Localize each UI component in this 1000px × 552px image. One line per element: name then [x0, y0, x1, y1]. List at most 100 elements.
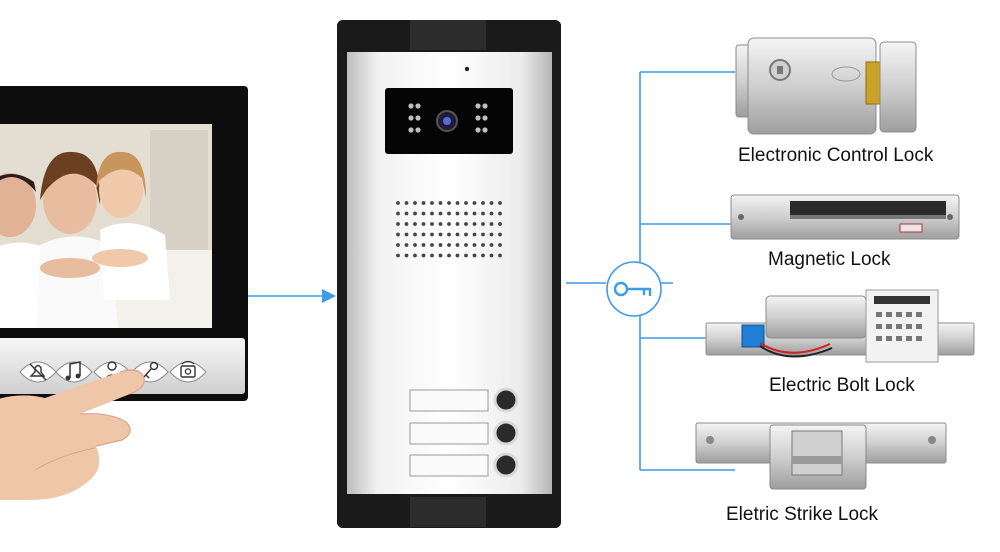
magnetic-lock-image — [730, 194, 960, 240]
grille-hole — [413, 232, 417, 237]
grille-hole — [421, 211, 426, 216]
grille-hole — [421, 201, 426, 205]
grille-hole — [481, 232, 485, 237]
grille-hole — [489, 243, 494, 247]
grille-hole — [472, 232, 477, 237]
grille-hole — [498, 211, 502, 216]
call-button-3[interactable] — [493, 452, 519, 478]
call-button-row-2[interactable] — [409, 420, 519, 446]
grille-hole — [464, 253, 468, 258]
grille-hole — [489, 211, 494, 216]
grille-hole — [481, 201, 485, 205]
call-button-row-1[interactable] — [409, 387, 519, 413]
grille-hole — [455, 243, 460, 247]
grille-hole — [447, 211, 451, 216]
grille-hole — [396, 253, 400, 258]
call-button-row-3[interactable] — [409, 452, 519, 478]
grille-hole — [438, 211, 443, 216]
grille-hole — [404, 243, 409, 247]
grille-hole — [498, 253, 502, 258]
lock-label-electronic-control: Electronic Control Lock — [738, 145, 934, 166]
grille-hole — [396, 222, 400, 226]
grille-hole — [430, 211, 434, 216]
grille-hole — [438, 243, 443, 247]
grille-hole — [430, 232, 434, 237]
grille-hole — [481, 253, 485, 258]
grille-hole — [438, 253, 443, 258]
grille-hole — [472, 201, 477, 205]
grille-hole — [472, 211, 477, 216]
grille-hole — [498, 243, 502, 247]
grille-hole — [447, 222, 451, 226]
grille-hole — [413, 222, 417, 226]
grille-hole — [430, 222, 434, 226]
grille-hole — [447, 232, 451, 237]
grille-hole — [455, 253, 460, 258]
grille-hole — [421, 232, 426, 237]
grille-hole — [447, 201, 451, 205]
lock-label-electric-strike: Eletric Strike Lock — [726, 504, 879, 525]
indoor-monitor — [0, 86, 248, 401]
family-photo — [0, 124, 212, 328]
grille-hole — [489, 201, 494, 205]
electric-strike-lock-image — [695, 422, 947, 490]
grille-hole — [455, 222, 460, 226]
music-button[interactable] — [55, 361, 93, 383]
grille-hole — [413, 211, 417, 216]
electric-bolt-lock-image — [705, 289, 975, 363]
mute-button[interactable] — [19, 361, 57, 383]
grille-hole — [464, 211, 468, 216]
grille-hole — [489, 253, 494, 258]
arrow-head-icon — [322, 289, 336, 303]
door-station-panel — [337, 20, 561, 528]
grille-hole — [438, 222, 443, 226]
grille-hole — [404, 232, 409, 237]
grille-hole — [472, 222, 477, 226]
grille-hole — [472, 243, 477, 247]
grille-hole — [413, 243, 417, 247]
grille-hole — [404, 201, 409, 205]
camera-button[interactable] — [169, 360, 207, 383]
grille-hole — [464, 243, 468, 247]
grille-hole — [464, 232, 468, 237]
grille-hole — [421, 243, 426, 247]
grille-hole — [396, 243, 400, 247]
grille-hole — [472, 253, 477, 258]
grille-hole — [396, 211, 400, 216]
mute-icon — [29, 363, 47, 381]
grille-hole — [447, 253, 451, 258]
call-button-2[interactable] — [493, 420, 519, 446]
camera-icon — [180, 360, 196, 378]
music-icon — [65, 361, 81, 381]
grille-hole — [481, 222, 485, 226]
camera-window — [385, 88, 513, 154]
key-icon — [613, 281, 652, 297]
grille-hole — [498, 232, 502, 237]
electronic-control-lock-image — [735, 37, 917, 135]
call-button-1[interactable] — [493, 387, 519, 413]
grille-hole — [430, 243, 434, 247]
grille-hole — [413, 253, 417, 258]
unlock-icon — [143, 361, 159, 379]
grille-hole — [421, 222, 426, 226]
grille-hole — [438, 232, 443, 237]
grille-hole — [421, 253, 426, 258]
grille-hole — [447, 243, 451, 247]
lock-label-magnetic: Magnetic Lock — [768, 249, 891, 270]
microphone-hole — [464, 66, 470, 72]
grille-hole — [404, 222, 409, 226]
grille-hole — [438, 201, 443, 205]
grille-hole — [498, 201, 502, 205]
grille-hole — [489, 232, 494, 237]
grille-hole — [430, 201, 434, 205]
grille-hole — [481, 211, 485, 216]
grille-hole — [455, 201, 460, 205]
grille-hole — [489, 222, 494, 226]
grille-hole — [404, 211, 409, 216]
grille-hole — [455, 211, 460, 216]
grille-hole — [404, 253, 409, 258]
grille-hole — [455, 232, 460, 237]
grille-hole — [498, 222, 502, 226]
